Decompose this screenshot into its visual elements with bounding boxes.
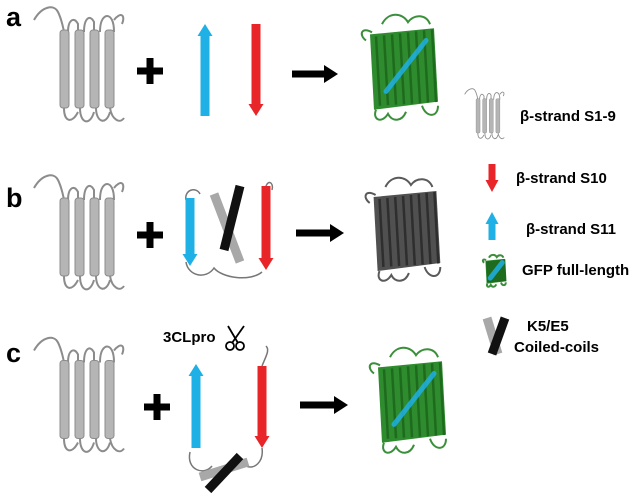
panel-label-b: b — [6, 183, 23, 213]
row-c-plus-sign — [144, 394, 170, 420]
row-c-e5-coil-black — [204, 452, 244, 494]
row-a-s11-blue-arrow — [197, 24, 213, 116]
row-b-reaction-arrow — [296, 224, 344, 242]
row-b-s10-red-arrow — [258, 186, 274, 270]
row-c-strands-s1-9 — [32, 336, 126, 453]
row-c-reaction-arrow — [300, 396, 348, 414]
row-a-s10-red-arrow — [248, 24, 264, 116]
row-b-e5-coil-black — [219, 184, 245, 252]
legend-icon-coiled-coil-x — [482, 316, 510, 356]
row-b-fusion-construct — [182, 181, 274, 279]
legend-icon-s10-red-arrow — [485, 164, 499, 192]
row-a-strands-s1-9 — [33, 6, 125, 123]
legend-label-coil-line2: Coiled-coils — [514, 339, 600, 356]
legend-icon-gfp-barrel — [481, 253, 507, 288]
row-c-s10-red-arrow — [254, 366, 270, 448]
row-b-plus-sign — [137, 222, 163, 248]
legend-icon-s1-9 — [464, 88, 505, 140]
row-b-strands-s1-9 — [33, 174, 125, 291]
row-b-s11-blue-arrow — [182, 198, 198, 266]
panel-label-c: c — [6, 338, 22, 368]
legend-label-coil-line1: K5/E5 — [527, 318, 569, 335]
panel-label-a: a — [6, 2, 22, 32]
row-a-plus-sign — [137, 58, 163, 84]
legend-icon-s11-blue-arrow — [485, 212, 499, 240]
scissors-icon — [225, 325, 245, 351]
row-c-cleaved-construct — [188, 345, 270, 494]
row-a-gfp-full-length — [360, 13, 439, 121]
legend-label-gfp: GFP full-length — [522, 262, 630, 279]
legend-label-s1-9: β-strand S1-9 — [520, 108, 616, 125]
enzyme-label: 3CLpro — [163, 329, 216, 346]
row-b-gfp-dark-non-fluorescent — [364, 176, 442, 282]
legend-label-s10: β-strand S10 — [516, 170, 607, 187]
row-a-reaction-arrow — [292, 65, 338, 83]
legend-label-s11: β-strand S11 — [526, 221, 617, 238]
row-c-s11-blue-arrow — [188, 364, 204, 448]
row-c-gfp-full-length — [368, 346, 447, 454]
